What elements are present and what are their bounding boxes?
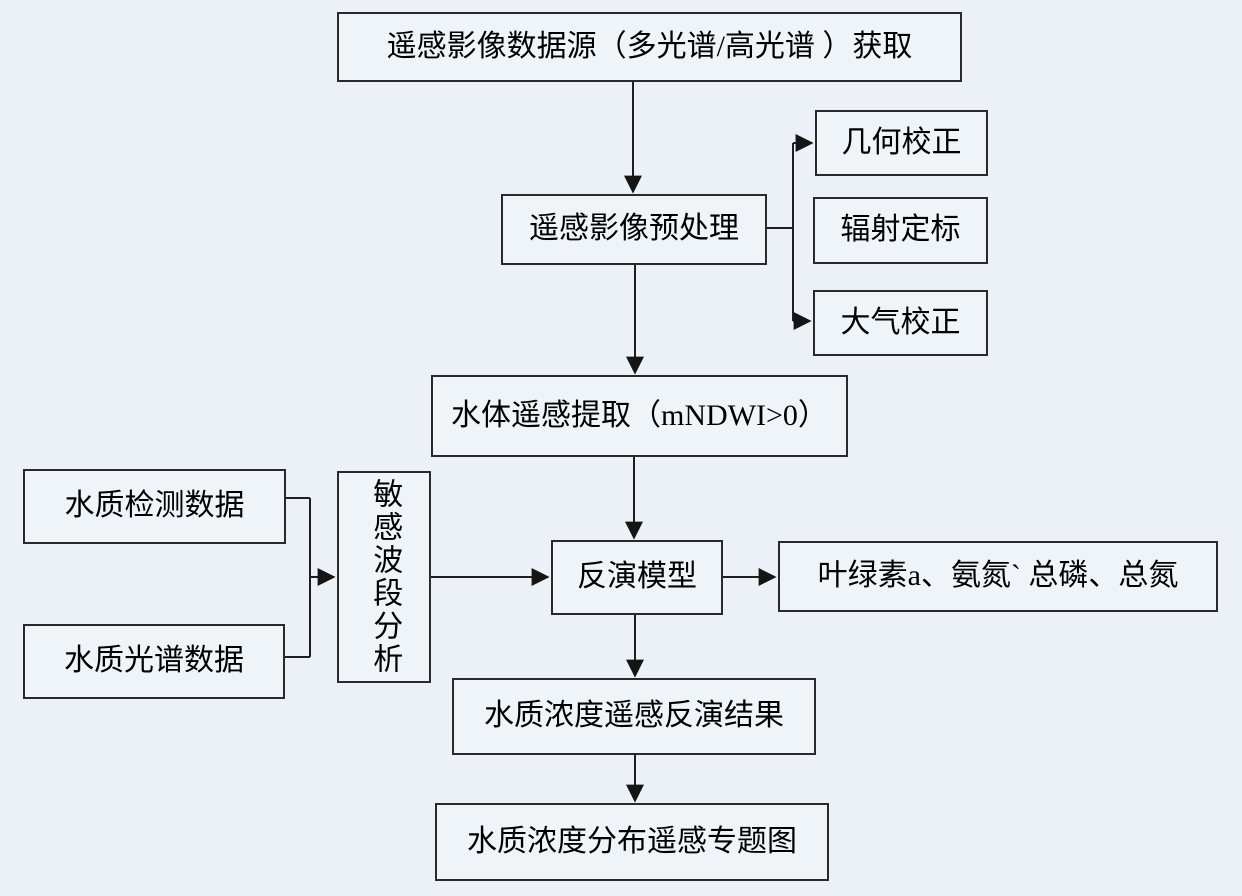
node-preprocessing: 遥感影像预处理 xyxy=(501,194,767,265)
node-thematic-map-label: 水质浓度分布遥感专题图 xyxy=(467,824,797,858)
node-output-parameters-label: 叶绿素a、氨氮` 总磷、总氮 xyxy=(817,559,1179,593)
node-image-source-label: 遥感影像数据源（多光谱/高光谱 ）获取 xyxy=(386,29,913,63)
node-water-extraction: 水体遥感提取（mNDWI>0） xyxy=(431,375,848,457)
node-inversion-result: 水质浓度遥感反演结果 xyxy=(452,678,816,755)
node-sensitive-band-analysis: 敏感波段分析 xyxy=(337,471,431,683)
node-radiometric-calibration-label: 辐射定标 xyxy=(840,213,961,247)
node-sensitive-band-analysis-label: 敏感波段分析 xyxy=(368,478,402,676)
node-inversion-model: 反演模型 xyxy=(551,540,723,615)
node-quality-measurement-data-label: 水质检测数据 xyxy=(64,489,245,523)
node-geometric-correction-label: 几何校正 xyxy=(841,125,962,159)
node-thematic-map: 水质浓度分布遥感专题图 xyxy=(435,803,829,881)
node-inversion-result-label: 水质浓度遥感反演结果 xyxy=(484,699,784,733)
node-atmospheric-correction-label: 大气校正 xyxy=(840,305,961,339)
node-quality-spectra-data-label: 水质光谱数据 xyxy=(64,644,244,678)
node-geometric-correction: 几何校正 xyxy=(815,110,988,176)
node-inversion-model-label: 反演模型 xyxy=(577,560,697,594)
node-preprocessing-label: 遥感影像预处理 xyxy=(529,212,739,246)
node-quality-measurement-data: 水质检测数据 xyxy=(23,469,286,544)
node-output-parameters: 叶绿素a、氨氮` 总磷、总氮 xyxy=(778,541,1218,612)
node-atmospheric-correction: 大气校正 xyxy=(813,290,988,356)
node-image-source: 遥感影像数据源（多光谱/高光谱 ）获取 xyxy=(337,12,962,82)
node-radiometric-calibration: 辐射定标 xyxy=(813,197,988,264)
node-water-extraction-label: 水体遥感提取（mNDWI>0） xyxy=(451,398,828,432)
node-quality-spectra-data: 水质光谱数据 xyxy=(23,624,285,699)
